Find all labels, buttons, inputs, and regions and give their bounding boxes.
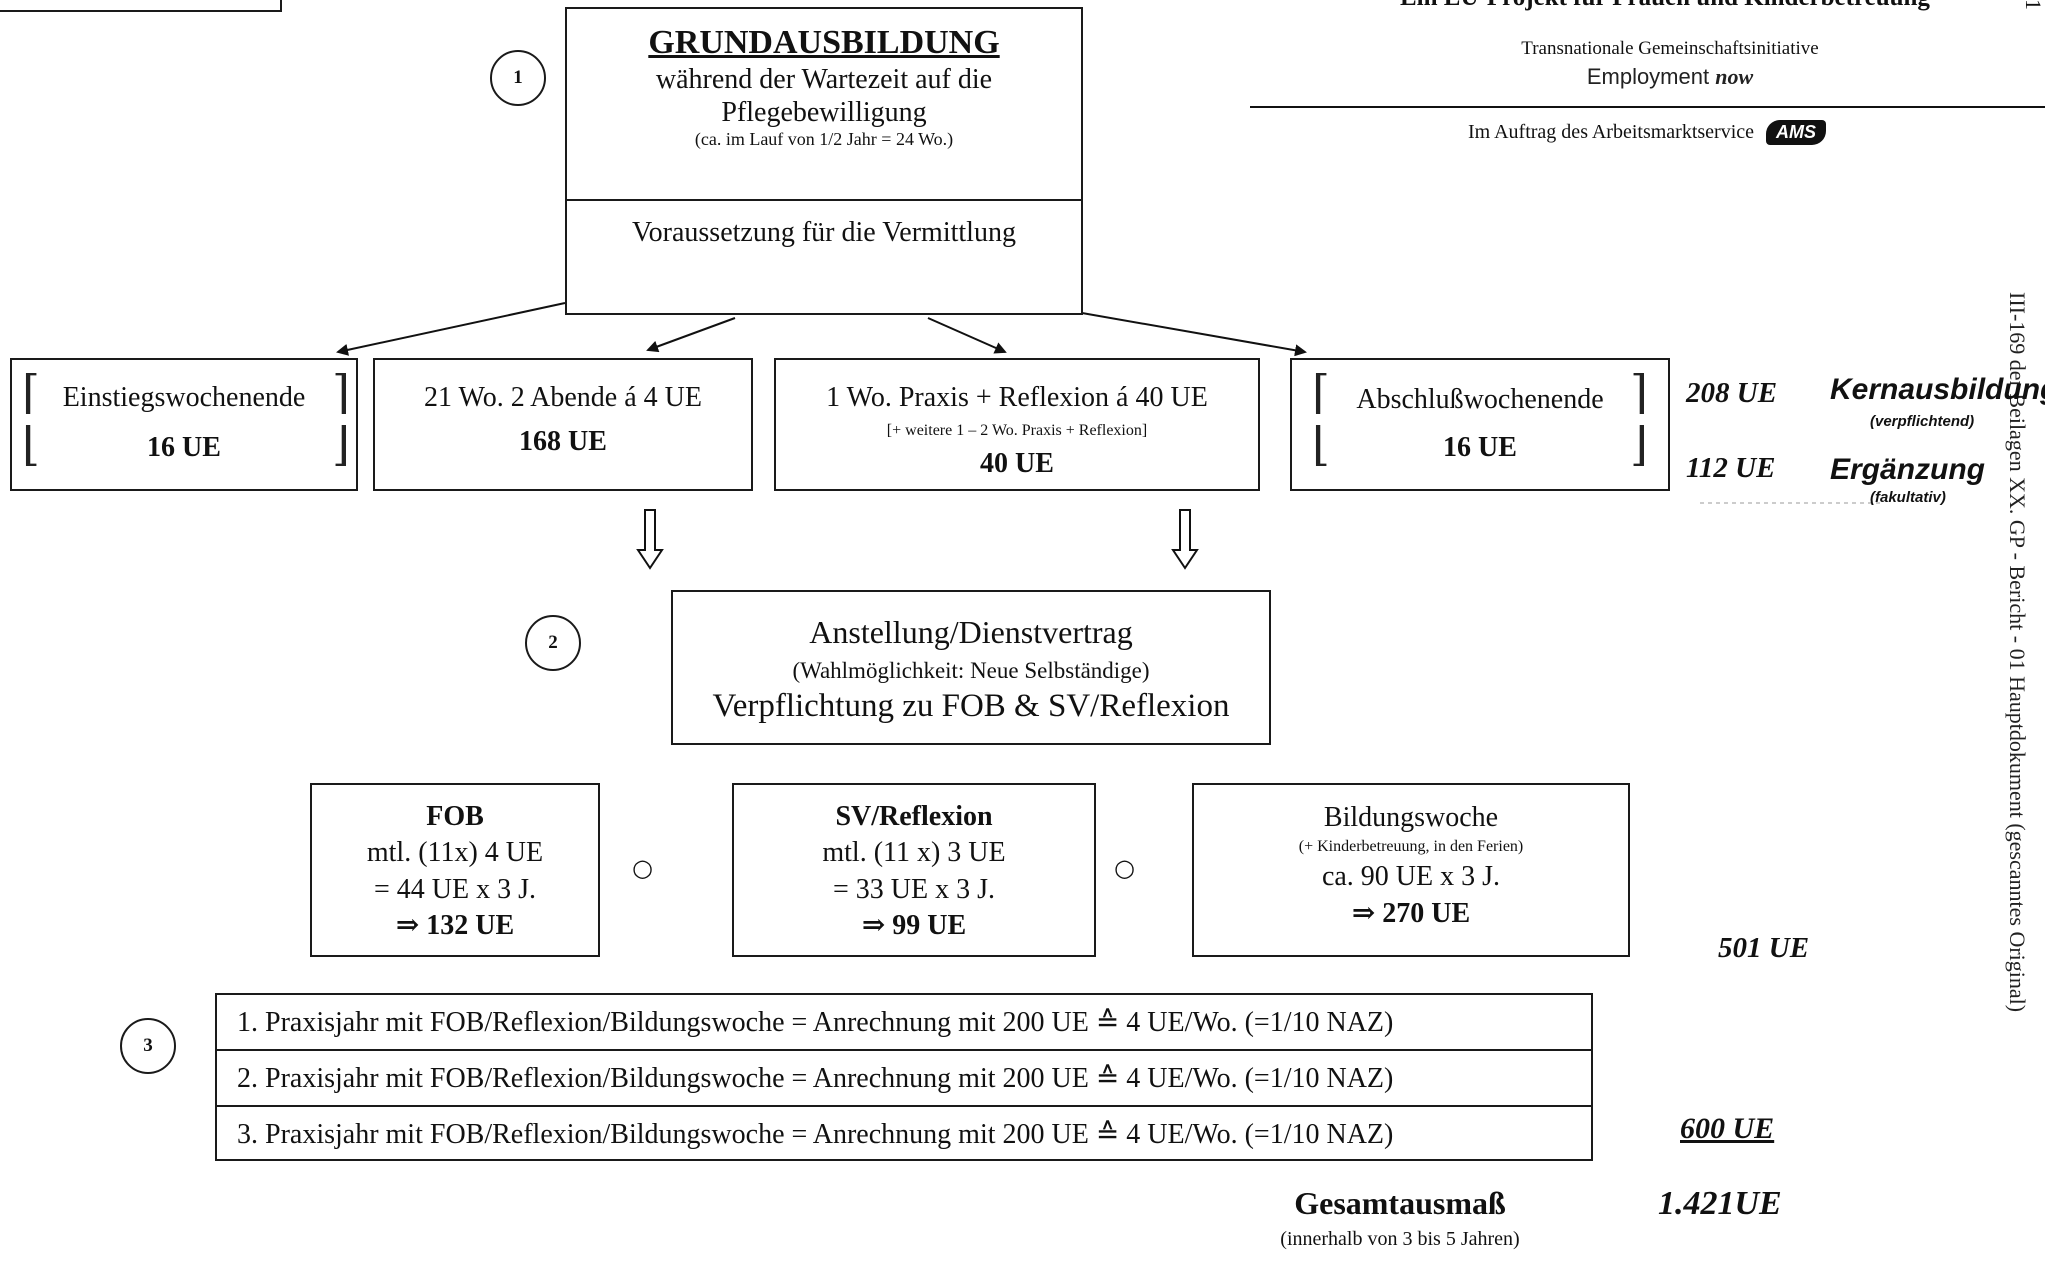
arrow-to-abschluss xyxy=(1081,312,1307,357)
praxis-value: 40 UE xyxy=(980,448,1054,479)
sum-row2: 501 UE xyxy=(1718,932,1810,964)
bracket-close-top: ⌉ xyxy=(1630,367,1648,418)
anstellung-line1: Anstellung/Dienstvertrag xyxy=(809,614,1133,650)
grundausbildung-top: GRUNDAUSBILDUNG während der Wartezeit au… xyxy=(567,23,1081,150)
fob-result: ⇒ 132 UE xyxy=(395,910,515,942)
bildungswoche-title: Bildungswoche xyxy=(1323,802,1499,833)
employment-now: now xyxy=(1715,64,1754,89)
abende-box: 21 Wo. 2 Abende á 4 UE 168 UE xyxy=(373,358,753,491)
abende-label: 21 Wo. 2 Abende á 4 UE xyxy=(424,382,702,413)
bracket-close-bottom: ⌋ xyxy=(332,419,350,470)
praxisjahr-table: 1. Praxisjahr mit FOB/Reflexion/Bildungs… xyxy=(215,993,1593,1161)
bildungswoche-l1: ca. 90 UE x 3 J. xyxy=(1321,860,1501,892)
fob-box: FOB mtl. (11x) 4 UE = 44 UE x 3 J. ⇒ 132… xyxy=(310,783,600,957)
commission-line: Im Auftrag des Arbeitsmarktservice AMS xyxy=(1468,120,1827,145)
grundausbildung-line3: Pflegebewilligung xyxy=(721,97,927,129)
sv-reflexion-result: ⇒ 99 UE xyxy=(861,910,967,942)
extra-value: 112 UE xyxy=(1686,452,1776,484)
extra-note: (fakultativ) xyxy=(1870,489,1946,506)
praxisjahr-row-2: 2. Praxisjahr mit FOB/Reflexion/Bildungs… xyxy=(217,1051,1591,1107)
employment-line: Employment now xyxy=(1440,64,1900,90)
plus-sign-1: ○ xyxy=(632,854,653,882)
total-value: 1.421UE xyxy=(1658,1185,1782,1222)
fob-l1: mtl. (11x) 4 UE xyxy=(366,837,544,869)
praxisjahr-row-3: 3. Praxisjahr mit FOB/Reflexion/Bildungs… xyxy=(237,1119,1394,1150)
anstellung-line3: Verpflichtung zu FOB & SV/Reflexion xyxy=(712,688,1230,724)
project-line: Ein EU-Projekt für Frauen und Kinderbetr… xyxy=(1400,0,1930,12)
bracket-open-bottom: ⌊ xyxy=(22,419,40,470)
bildungswoche-text: Bildungswoche (+ Kinderbetreuung, in den… xyxy=(1194,801,1628,933)
abende-value: 168 UE xyxy=(519,426,607,457)
anstellung-line2: (Wahlmöglichkeit: Neue Selbständige) xyxy=(792,658,1150,683)
ams-logo: AMS xyxy=(1766,120,1827,145)
bildungswoche-box: Bildungswoche (+ Kinderbetreuung, in den… xyxy=(1192,783,1630,957)
arrow-to-abende xyxy=(646,317,736,353)
bracket-close-top: ⌉ xyxy=(332,367,350,418)
step-3-marker: 3 xyxy=(120,1018,176,1074)
anstellung-box: Anstellung/Dienstvertrag (Wahlmöglichkei… xyxy=(671,590,1271,745)
core-value: 208 UE xyxy=(1686,377,1778,409)
abschluss-box: ⌈ ⌊ ⌉ ⌋ Abschlußwochenende 16 UE xyxy=(1290,358,1670,491)
abschluss-value: 16 UE xyxy=(1443,432,1517,463)
employment-word: Employment xyxy=(1586,64,1710,89)
step-2-marker: 2 xyxy=(525,615,581,671)
page-number: 21 xyxy=(2020,0,2045,10)
sv-reflexion-text: SV/Reflexion mtl. (11 x) 3 UE = 33 UE x … xyxy=(734,799,1094,945)
core-label: Kernausbildung xyxy=(1830,373,2045,406)
sv-reflexion-l2: = 33 UE x 3 J. xyxy=(832,873,995,905)
cropped-corner-box xyxy=(0,0,282,12)
einstieg-label: Einstiegswochenende xyxy=(62,382,306,413)
einstieg-box: ⌈ ⌊ ⌉ ⌋ Einstiegswochenende 16 UE xyxy=(10,358,358,491)
grundausbildung-box: GRUNDAUSBILDUNG während der Wartezeit au… xyxy=(565,7,1083,315)
sv-reflexion-box: SV/Reflexion mtl. (11 x) 3 UE = 33 UE x … xyxy=(732,783,1096,957)
abschluss-label: Abschlußwochenende xyxy=(1356,384,1604,415)
plus-sign-2: ○ xyxy=(1114,854,1135,882)
total-label: Gesamtausmaß xyxy=(1294,1185,1506,1221)
ams-logo-badge: AMS xyxy=(1766,120,1827,145)
sv-reflexion-l1: mtl. (11 x) 3 UE xyxy=(822,837,1006,869)
praxisjahr-row-1: 1. Praxisjahr mit FOB/Reflexion/Bildungs… xyxy=(217,995,1591,1051)
fob-title: FOB xyxy=(426,801,484,832)
bracket-open-top: ⌈ xyxy=(22,367,40,418)
commission-text: Im Auftrag des Arbeitsmarktservice xyxy=(1468,121,1755,143)
grundausbildung-divider xyxy=(567,199,1081,201)
sum-step3: 600 UE xyxy=(1680,1112,1775,1145)
sv-reflexion-title: SV/Reflexion xyxy=(835,801,993,832)
bracket-open-bottom: ⌊ xyxy=(1312,419,1330,470)
step-1-marker: 1 xyxy=(490,50,546,106)
grundausbildung-title: GRUNDAUSBILDUNG xyxy=(648,24,1000,61)
fob-text: FOB mtl. (11x) 4 UE = 44 UE x 3 J. ⇒ 132… xyxy=(312,799,598,945)
hollow-arrow-left xyxy=(636,509,664,570)
fob-l2: = 44 UE x 3 J. xyxy=(373,873,536,905)
praxis-label: 1 Wo. Praxis + Reflexion á 40 UE xyxy=(826,382,1208,413)
initiative-line: Transnationale Gemeinschaftsinitiative xyxy=(1521,38,1819,59)
bildungswoche-result: ⇒ 270 UE xyxy=(1351,897,1471,929)
arrow-to-einstieg xyxy=(336,302,566,356)
hollow-arrow-right xyxy=(1171,509,1199,570)
bildungswoche-note: (+ Kinderbetreuung, in den Ferien) xyxy=(1298,837,1524,855)
grundausbildung-note: (ca. im Lauf von 1/2 Jahr = 24 Wo.) xyxy=(694,129,954,150)
praxis-box: 1 Wo. Praxis + Reflexion á 40 UE [+ weit… xyxy=(774,358,1260,491)
praxis-note: [+ weitere 1 – 2 Wo. Praxis + Reflexion] xyxy=(886,422,1148,439)
grundausbildung-bottom: Voraussetzung für die Vermittlung xyxy=(632,217,1016,248)
bracket-open-top: ⌈ xyxy=(1312,367,1330,418)
core-note: (verpflichtend) xyxy=(1870,413,1975,430)
einstieg-value: 16 UE xyxy=(147,432,221,463)
bracket-close-bottom: ⌋ xyxy=(1630,419,1648,470)
total-note: (innerhalb von 3 bis 5 Jahren) xyxy=(1280,1228,1520,1250)
grundausbildung-line2: während der Wartezeit auf die xyxy=(655,64,993,96)
extra-label: Ergänzung xyxy=(1830,453,1985,486)
arrow-to-praxis xyxy=(927,317,1007,354)
